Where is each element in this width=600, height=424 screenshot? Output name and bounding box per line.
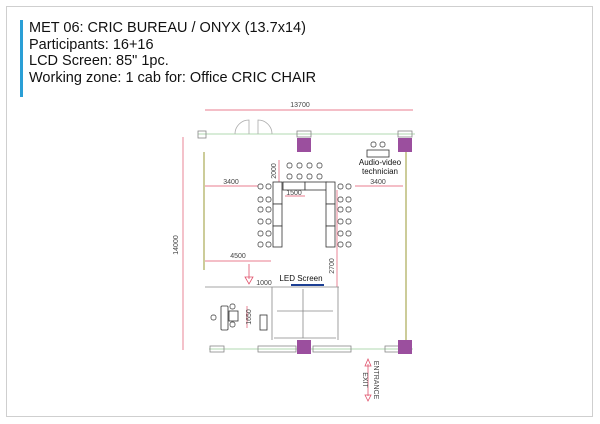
chair bbox=[345, 241, 352, 248]
room-info-header: MET 06: CRIC BUREAU / ONYX (13.7x14) Par… bbox=[20, 20, 316, 97]
led-screen bbox=[291, 284, 324, 286]
chair bbox=[257, 230, 264, 237]
chair bbox=[229, 321, 236, 328]
led-screen-label: LED Screen bbox=[279, 274, 322, 283]
chair bbox=[337, 196, 344, 203]
entrance-label: ENTRANCE bbox=[372, 361, 379, 400]
chair bbox=[345, 230, 352, 237]
office-door-dimension: 1000 bbox=[256, 280, 272, 287]
participants-text: Participants: 16+16 bbox=[29, 36, 154, 53]
chair bbox=[265, 183, 272, 190]
entrance-exit-arrow bbox=[364, 357, 372, 402]
office-entry-arrow bbox=[244, 264, 254, 285]
chair bbox=[306, 162, 313, 169]
chair bbox=[379, 141, 386, 148]
chair bbox=[257, 183, 264, 190]
chair bbox=[337, 230, 344, 237]
office-width-dimension: 4500 bbox=[230, 253, 246, 260]
chair bbox=[257, 196, 264, 203]
office-depth-dimension: 1650 bbox=[246, 309, 253, 325]
columns bbox=[297, 138, 412, 354]
dimension-lines bbox=[182, 109, 413, 350]
chair bbox=[296, 173, 303, 180]
chair bbox=[296, 162, 303, 169]
chair bbox=[229, 303, 236, 310]
chair bbox=[370, 141, 377, 148]
chair bbox=[345, 183, 352, 190]
chair bbox=[265, 241, 272, 248]
chair bbox=[265, 218, 272, 225]
screen-gap-dimension: 2700 bbox=[329, 258, 336, 274]
height-dimension: 14000 bbox=[173, 235, 180, 255]
av-label-line2: technician bbox=[362, 167, 398, 176]
chair bbox=[345, 218, 352, 225]
chair bbox=[286, 162, 293, 169]
chair bbox=[306, 173, 313, 180]
screen-text: LCD Screen: 85" 1pc. bbox=[29, 53, 169, 69]
left-gap-dimension: 3400 bbox=[223, 179, 239, 186]
chair bbox=[316, 162, 323, 169]
chair bbox=[265, 196, 272, 203]
chair bbox=[337, 183, 344, 190]
working-zone-text: Working zone: 1 cab for: Office CRIC CHA… bbox=[29, 69, 317, 86]
right-gap-dimension: 3400 bbox=[370, 179, 386, 186]
chair bbox=[257, 241, 264, 248]
top-gap-dimension: 2000 bbox=[271, 163, 278, 179]
room-title: MET 06: CRIC BUREAU / ONYX (13.7x14) bbox=[29, 20, 306, 36]
chair bbox=[257, 206, 264, 213]
chair bbox=[337, 241, 344, 248]
chair bbox=[345, 206, 352, 213]
page-frame bbox=[6, 6, 593, 417]
walls bbox=[197, 119, 415, 353]
chair bbox=[337, 218, 344, 225]
chair bbox=[257, 218, 264, 225]
chairs bbox=[210, 141, 386, 328]
chair bbox=[345, 196, 352, 203]
chair bbox=[210, 314, 217, 321]
exit-label: EXIT bbox=[361, 372, 368, 388]
width-dimension: 13700 bbox=[290, 102, 310, 109]
table-inner-dimension: 1500 bbox=[286, 190, 302, 197]
conference-tables bbox=[220, 149, 390, 331]
chair bbox=[316, 173, 323, 180]
chair bbox=[265, 206, 272, 213]
chair bbox=[265, 230, 272, 237]
chair bbox=[337, 206, 344, 213]
av-label-line1: Audio-video bbox=[359, 158, 402, 167]
chair bbox=[286, 173, 293, 180]
